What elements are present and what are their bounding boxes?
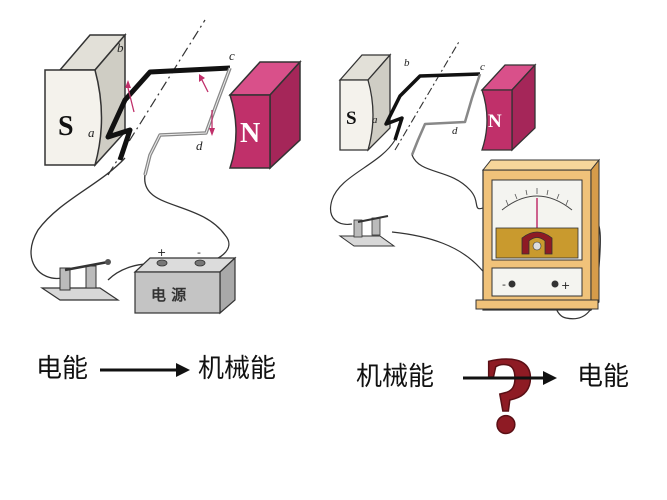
left-n-label: N bbox=[240, 118, 260, 149]
left-arrow-b bbox=[127, 87, 135, 113]
left-label-d: d bbox=[196, 138, 203, 153]
right-caption-from: 机械能 bbox=[356, 362, 435, 392]
right-wire-1 bbox=[330, 139, 396, 225]
right-axle-line bbox=[394, 39, 461, 151]
left-caption-from: 电能 bbox=[36, 354, 89, 384]
galvanometer: - + bbox=[475, 158, 601, 312]
right-n-magnet: N bbox=[480, 63, 537, 152]
right-label-a: a bbox=[372, 114, 378, 126]
left-label-b: b bbox=[117, 40, 124, 55]
meter-minus-label: - bbox=[502, 278, 506, 291]
left-wire-1 bbox=[30, 157, 126, 280]
motor-diagram: S N a b c d bbox=[30, 19, 302, 315]
right-label-d: d bbox=[452, 125, 458, 137]
right-coil-black bbox=[384, 72, 481, 141]
right-n-label: N bbox=[488, 111, 502, 132]
meter-terminal-minus bbox=[508, 280, 516, 288]
battery-plus-label: + bbox=[157, 246, 166, 259]
right-caption-to: 电能 bbox=[577, 362, 630, 392]
right-s-label: S bbox=[346, 108, 357, 129]
left-coil-grey bbox=[143, 67, 232, 176]
power-supply-label: 电 源 bbox=[151, 286, 186, 304]
right-switch bbox=[338, 215, 396, 247]
meter-scale-arc bbox=[501, 195, 573, 211]
left-label-a: a bbox=[88, 125, 95, 140]
question-mark: ? bbox=[482, 334, 537, 456]
generator-diagram: S N a b c d bbox=[330, 39, 602, 320]
left-label-c: c bbox=[229, 48, 235, 63]
right-s-magnet: S bbox=[338, 53, 392, 152]
left-caption-arrowhead bbox=[176, 363, 190, 377]
meter-plus-label: + bbox=[561, 279, 570, 292]
power-supply: + - 电 源 bbox=[133, 246, 237, 315]
meter-magnet bbox=[521, 231, 553, 255]
left-arrow-c bbox=[201, 79, 209, 93]
left-s-label: S bbox=[58, 111, 74, 142]
right-caption-arrowhead bbox=[543, 371, 557, 385]
right-label-b: b bbox=[404, 57, 410, 69]
meter-terminal-plus bbox=[551, 280, 559, 288]
left-switch bbox=[40, 259, 120, 301]
right-coil-grey bbox=[410, 73, 482, 156]
right-wire-2 bbox=[411, 154, 489, 210]
left-caption-to: 机械能 bbox=[198, 354, 277, 384]
left-s-magnet: S bbox=[44, 32, 127, 167]
left-coil-black bbox=[105, 65, 231, 161]
right-label-c: c bbox=[480, 61, 485, 73]
left-n-magnet: N bbox=[228, 60, 302, 170]
battery-minus-label: - bbox=[197, 246, 201, 259]
